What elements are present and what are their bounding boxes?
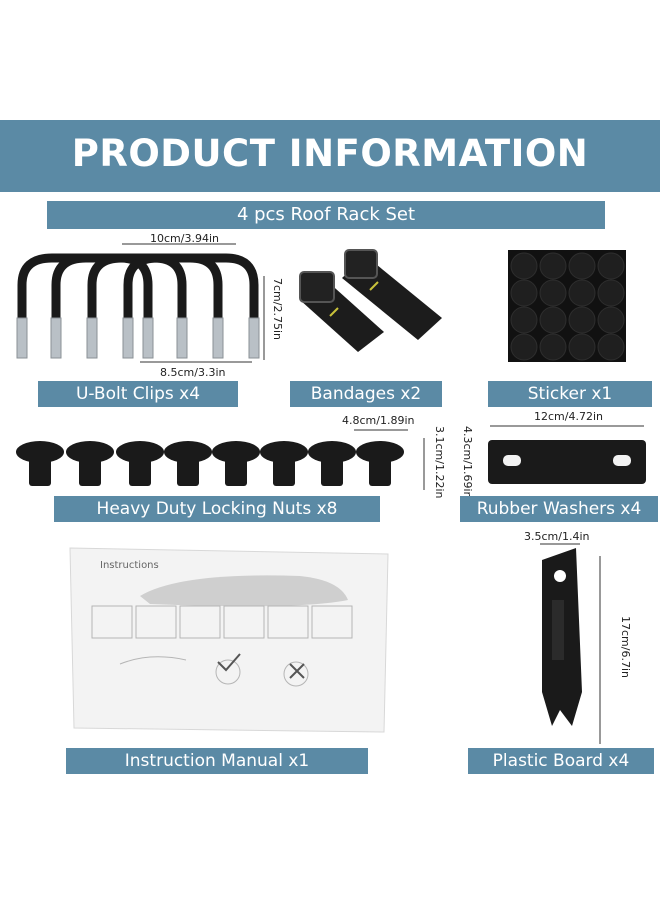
instruction-manual-label: Instruction Manual x1	[66, 748, 368, 774]
u-bolt-height-dimension: 7cm/2.75in	[271, 278, 284, 340]
locking-nuts-label: Heavy Duty Locking Nuts x8	[54, 496, 380, 522]
sticker-label: Sticker x1	[488, 381, 652, 407]
plastic-board-label: Plastic Board x4	[468, 748, 654, 774]
rubber-washer-image	[488, 425, 646, 484]
bandages-image	[299, 249, 442, 352]
subtitle-bar: 4 pcs Roof Rack Set	[47, 201, 605, 229]
nut-height-dimension: 3.1cm/1.22in	[433, 426, 446, 499]
rubber-washers-label: Rubber Washers x4	[460, 496, 658, 522]
locking-nuts-image	[16, 429, 425, 490]
washer-height-dimension: 4.3cm/1.69in	[461, 426, 474, 499]
u-bolt-clips-image	[16, 243, 265, 363]
u-bolt-clips-label: U-Bolt Clips x4	[38, 381, 238, 407]
plastic-board-image	[540, 543, 601, 744]
nut-width-dimension: 4.8cm/1.89in	[342, 414, 415, 427]
board-width-dimension: 3.5cm/1.4in	[524, 530, 590, 543]
bandages-label: Bandages x2	[290, 381, 442, 407]
manual-heading: Instructions	[100, 560, 159, 571]
board-height-dimension: 17cm/6.7in	[619, 616, 632, 678]
instruction-manual-image	[69, 547, 389, 733]
u-bolt-bottom-dimension: 8.5cm/3.3in	[160, 366, 226, 379]
title-banner	[0, 120, 660, 192]
sticker-image	[508, 250, 626, 362]
washer-width-dimension: 12cm/4.72in	[534, 410, 603, 423]
u-bolt-width-dimension: 10cm/3.94in	[150, 232, 219, 245]
page-title: PRODUCT INFORMATION	[71, 132, 589, 175]
